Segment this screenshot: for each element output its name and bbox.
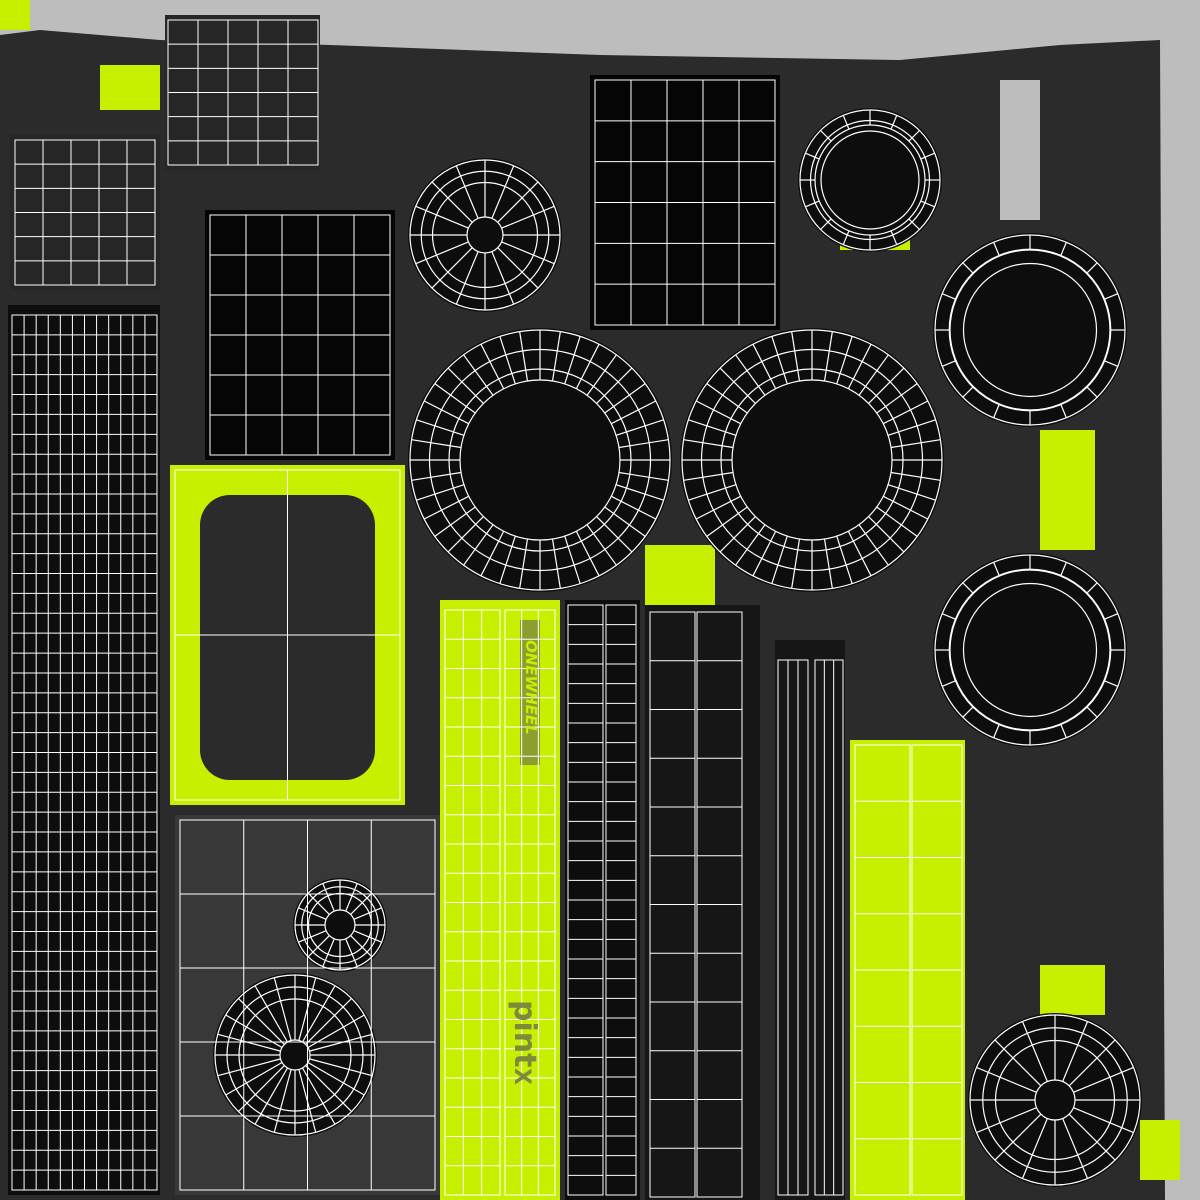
svg-text:ONEWHEEL: ONEWHEEL [522, 640, 540, 735]
ring-right-a [933, 233, 1127, 427]
tile-a-grid [14, 139, 156, 286]
strip-c-grid-2 [814, 659, 844, 1196]
wireframe-grids [11, 19, 963, 1198]
lime-panel-grid [174, 469, 401, 801]
large-ring-left [408, 328, 672, 592]
lime-strip-grid-1 [854, 744, 911, 1196]
strip-b-grid-2 [696, 611, 743, 1198]
lime-strip-grid-2 [911, 744, 963, 1196]
brand-logo-onewheel: ONEWHEEL [522, 640, 540, 735]
speaker-panel-grid [179, 819, 436, 1191]
ring-right-b [933, 553, 1127, 747]
black-strip-b [645, 605, 760, 1200]
circular-islands [213, 108, 1142, 1187]
speaker-ring-large [213, 973, 377, 1137]
ring-bottom-right [968, 1013, 1142, 1187]
wheel-hub-island [408, 158, 562, 312]
strip-c-grid-1 [777, 659, 809, 1196]
speaker-ring-small [293, 878, 387, 972]
tile-b-grid [167, 19, 319, 166]
black-strip-c [775, 640, 845, 1200]
strip-a-grid-1 [567, 604, 604, 1196]
logo-strip-grid-2 [504, 609, 556, 1196]
strip-a-grid-2 [605, 604, 637, 1196]
svg-text:X: X [509, 1068, 534, 1085]
left-strip-grid [11, 314, 158, 1191]
ring-top-right [798, 108, 942, 252]
large-ring-right [680, 328, 944, 592]
logo-strip-grid-1 [444, 609, 501, 1196]
panel-b-grid [594, 79, 776, 326]
svg-text:pint: pint [507, 1000, 542, 1067]
panel-a-grid [209, 214, 391, 456]
model-logo-pint: pint X [507, 1000, 542, 1085]
strip-b-grid-1 [649, 611, 696, 1198]
